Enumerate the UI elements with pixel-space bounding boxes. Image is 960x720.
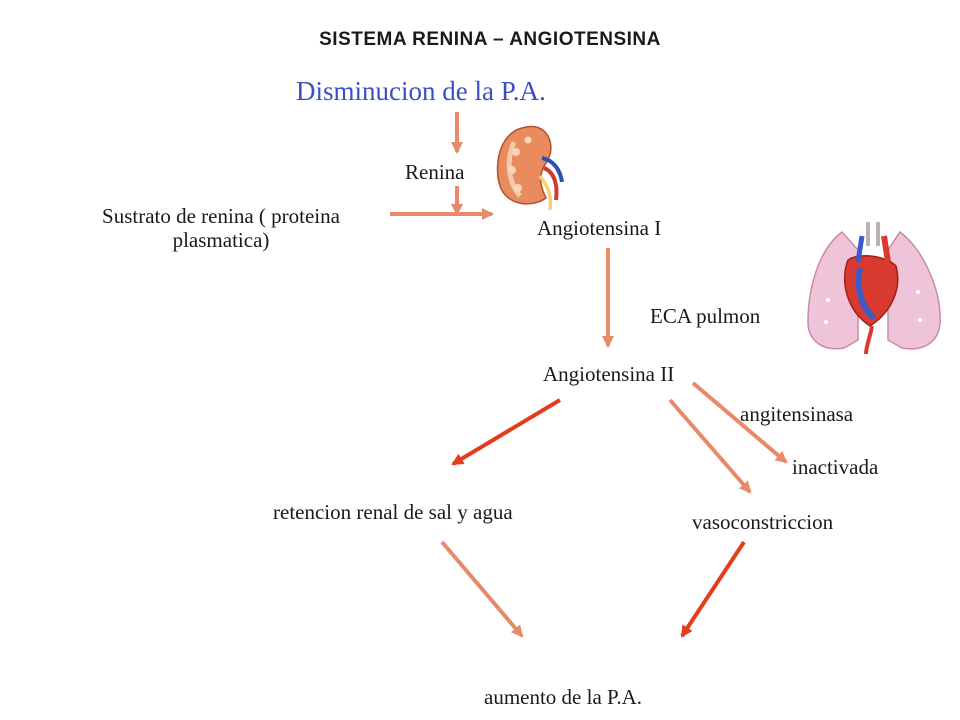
label-aumento-pa: aumento de la P.A. [484, 685, 643, 709]
label-eca-pulmon: ECA pulmon [650, 304, 761, 328]
lungs-heart-icon [807, 222, 941, 355]
label-retencion-renal: retencion renal de sal y agua [273, 500, 513, 524]
label-inactivada: inactivada [792, 455, 879, 479]
arrow-to-retencion [451, 398, 562, 466]
label-sustrato-line-2: plasmatica) [172, 228, 270, 253]
arrow-to-inactivada [691, 381, 788, 464]
arrow-retencion-to-aumento [440, 540, 524, 638]
label-renina: Renina [405, 160, 465, 184]
label-sustrato-de-renina: Sustrato de renina ( proteina plasmatica… [60, 204, 382, 252]
arrow-vasoconstriccion-to-aumento [680, 540, 746, 638]
headline-disminucion-pa: Disminucion de la P.A. [296, 76, 546, 106]
label-angiotensina-i: Angiotensina I [537, 216, 662, 240]
label-angiotensina-ii: Angiotensina II [543, 362, 675, 386]
kidney-icon [496, 125, 564, 211]
label-angitensinasa: angitensinasa [740, 402, 854, 426]
diagram-title: SISTEMA RENINA – ANGIOTENSINA [319, 29, 661, 50]
arrow-to-vasoconstriccion [668, 398, 752, 494]
label-vasoconstriccion: vasoconstriccion [692, 510, 834, 534]
label-sustrato-line-1: Sustrato de renina ( proteina [102, 204, 340, 228]
